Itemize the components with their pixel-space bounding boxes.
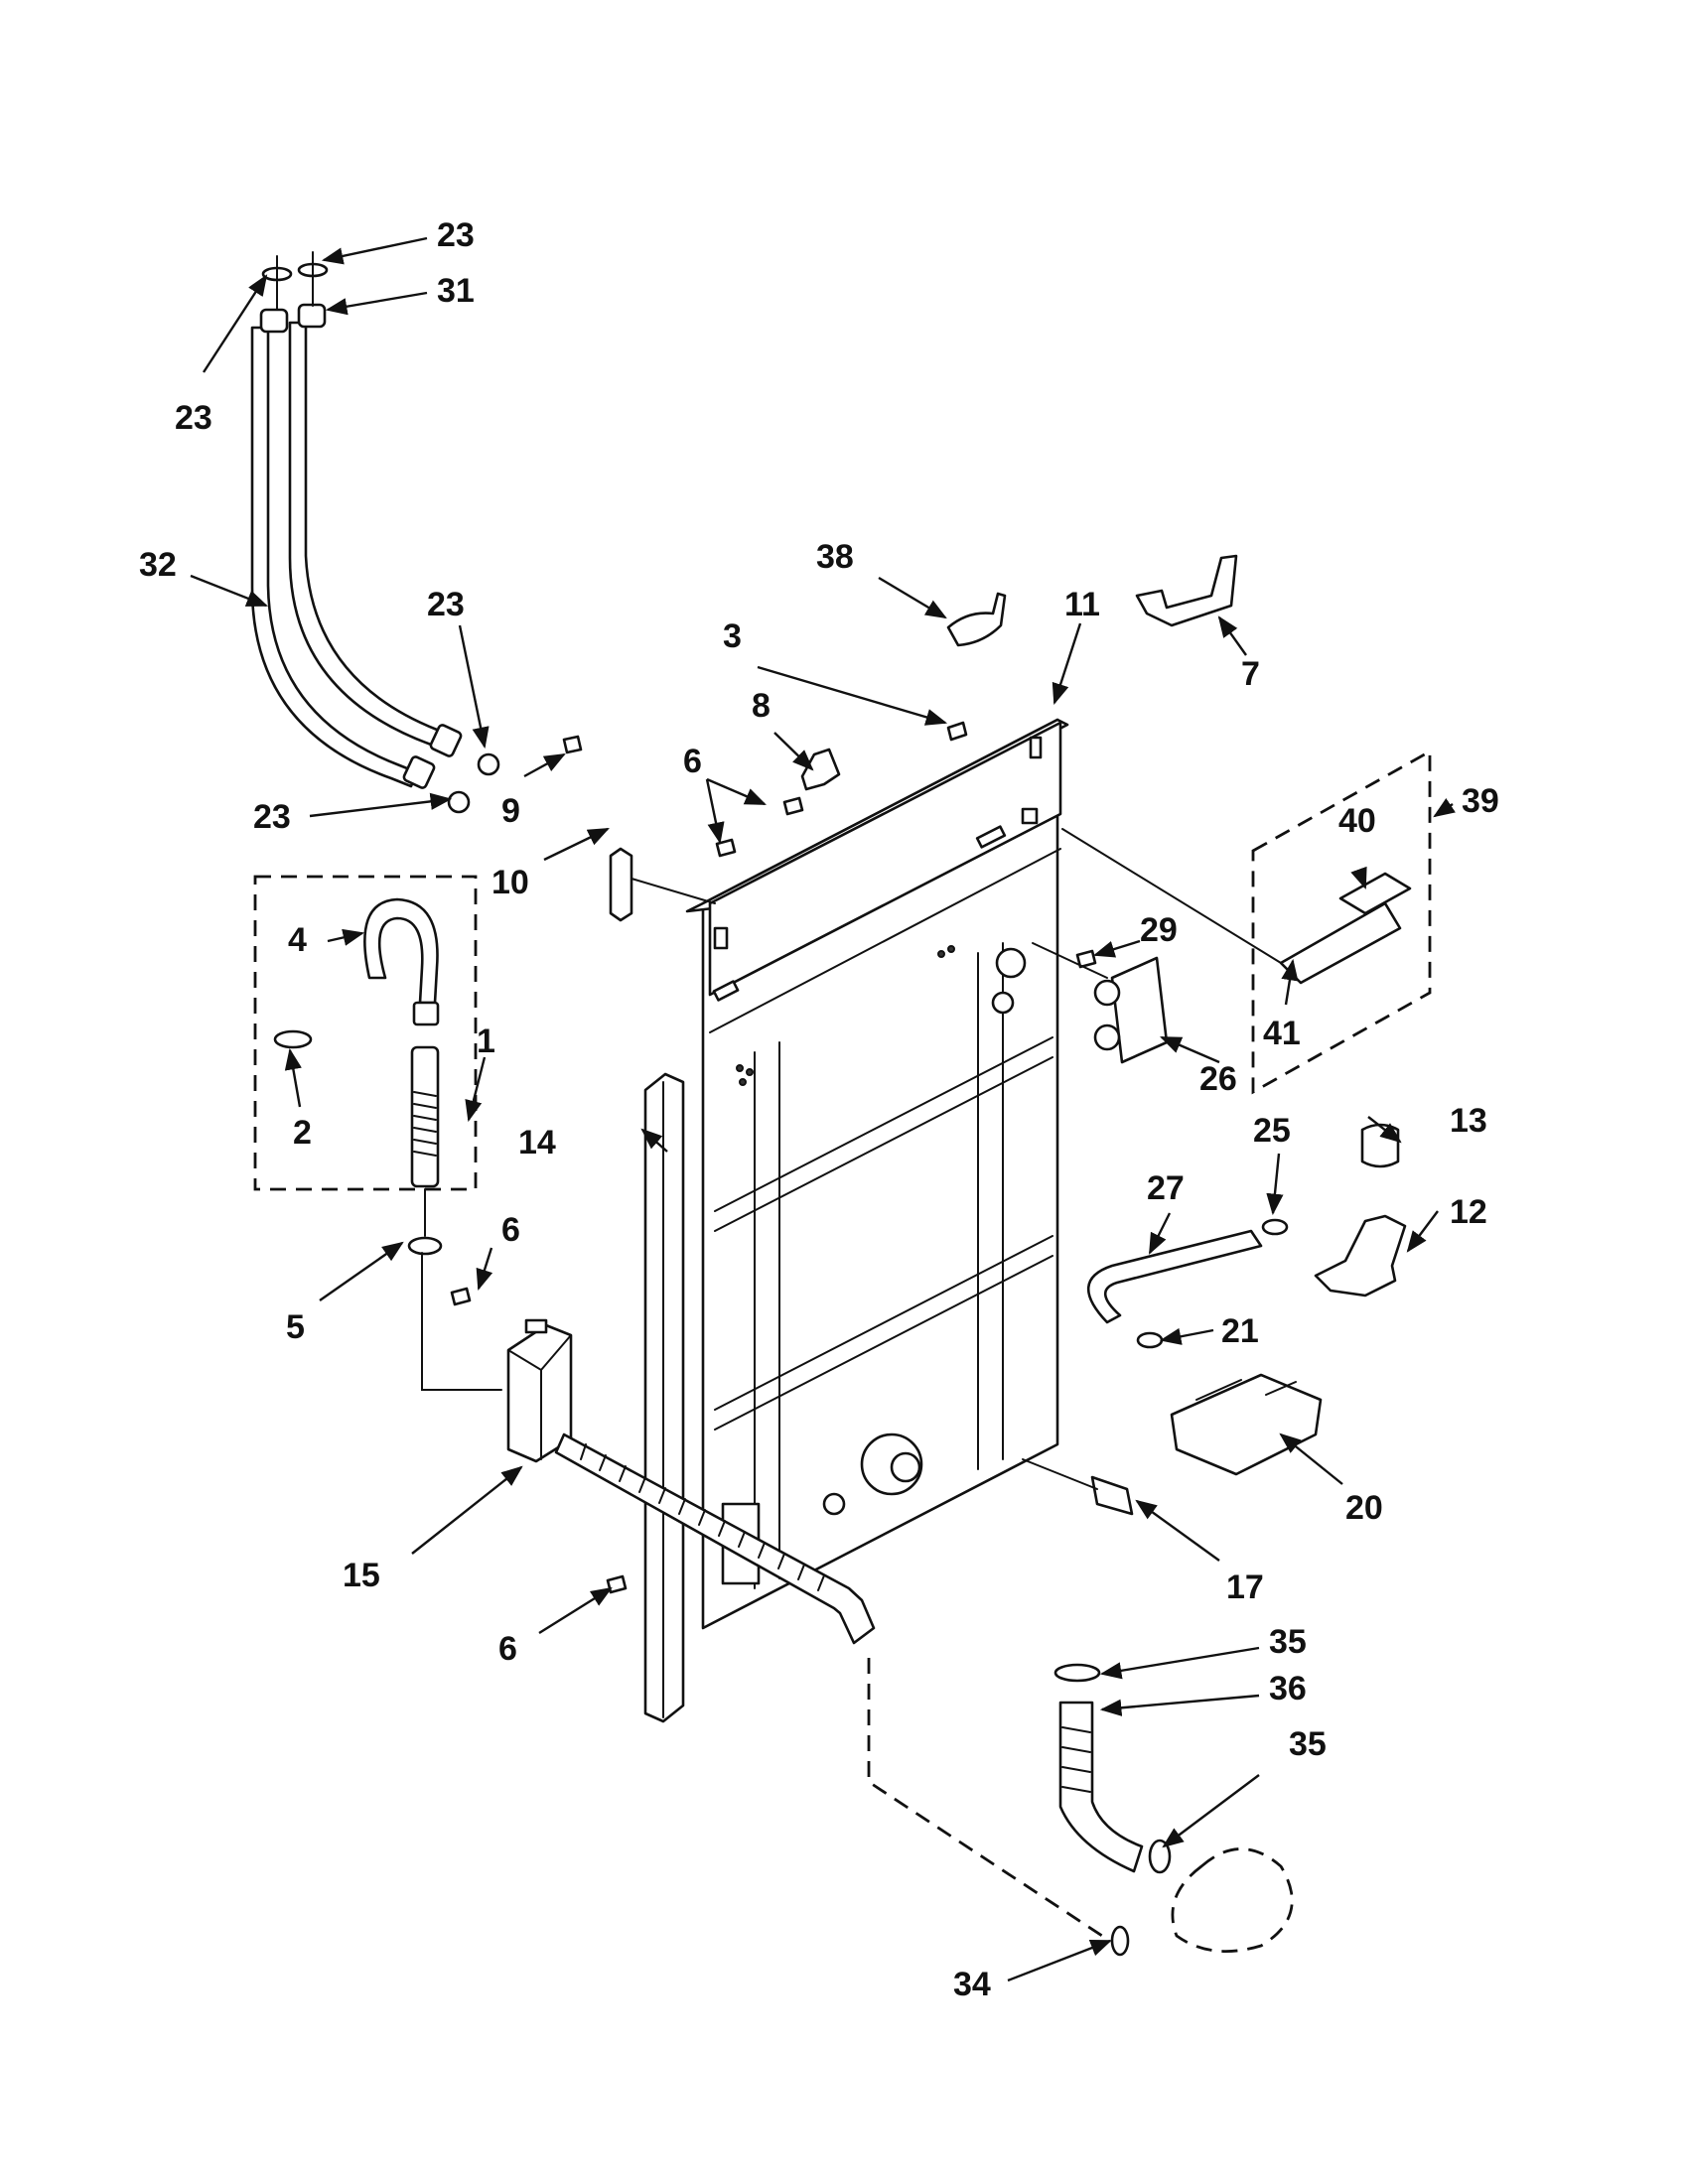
callout-6: 6 [498,1630,517,1668]
callout-23: 23 [175,399,212,437]
fill-hoses [250,251,500,814]
callout-40: 40 [1338,802,1376,840]
rear-panel [685,718,1069,1630]
drain-hose-kit [273,897,443,1256]
label-40 [1338,872,1412,915]
callout-35: 35 [1269,1623,1307,1661]
callout-35: 35 [1289,1725,1327,1763]
callout-11: 11 [1064,586,1100,623]
callout-23: 23 [427,586,465,623]
callout-23: 23 [253,798,291,836]
callout-labels: 23 31 23 32 23 23 9 10 4 2 1 14 6 5 15 6… [139,216,1499,2003]
callout-15: 15 [343,1557,380,1594]
callout-32: 32 [139,546,177,584]
callout-1: 1 [477,1023,495,1060]
water-valve [1032,942,1169,1064]
bracket-7 [1135,554,1238,627]
callout-9: 9 [501,792,520,830]
bracket-12 [1314,1214,1407,1297]
callout-25: 25 [1253,1112,1291,1150]
callout-34: 34 [953,1966,991,2003]
callout-21: 21 [1221,1312,1259,1350]
callout-26: 26 [1199,1060,1237,1098]
callout-6: 6 [501,1211,520,1249]
callout-17: 17 [1226,1569,1264,1606]
cap-13 [1360,1123,1400,1168]
callout-36: 36 [1269,1670,1307,1707]
callout-38: 38 [816,538,854,576]
pump-assembly [421,1252,876,1645]
side-brace [643,1072,685,1723]
drain-kit-box [253,875,478,1191]
clip-38 [946,592,1007,647]
leader-arrows [190,236,1456,1982]
bracket-17 [1090,1475,1134,1516]
callout-7: 7 [1241,655,1260,693]
callout-41: 41 [1263,1015,1301,1052]
drain-hose [867,1658,1294,1957]
callout-12: 12 [1450,1193,1487,1231]
callout-3: 3 [723,617,742,655]
callout-31: 31 [437,272,475,310]
callout-14: 14 [518,1124,556,1161]
callout-27: 27 [1147,1169,1185,1207]
callout-2: 2 [293,1114,312,1152]
hose-27 [1086,1229,1263,1324]
callout-23: 23 [437,216,475,254]
lid-switch-kit-box [1251,749,1432,1095]
callout-13: 13 [1450,1102,1487,1140]
callout-39: 39 [1462,782,1499,820]
callout-5: 5 [286,1308,305,1346]
dispenser-20 [1170,1373,1323,1476]
callout-6: 6 [683,743,702,780]
callout-20: 20 [1345,1489,1383,1527]
clip-8 [800,748,841,791]
switch-bracket-41 [1279,901,1402,985]
callout-29: 29 [1140,911,1178,949]
callout-4: 4 [288,921,307,959]
link-10 [609,847,633,922]
callout-10: 10 [491,864,529,901]
callout-8: 8 [752,687,771,725]
